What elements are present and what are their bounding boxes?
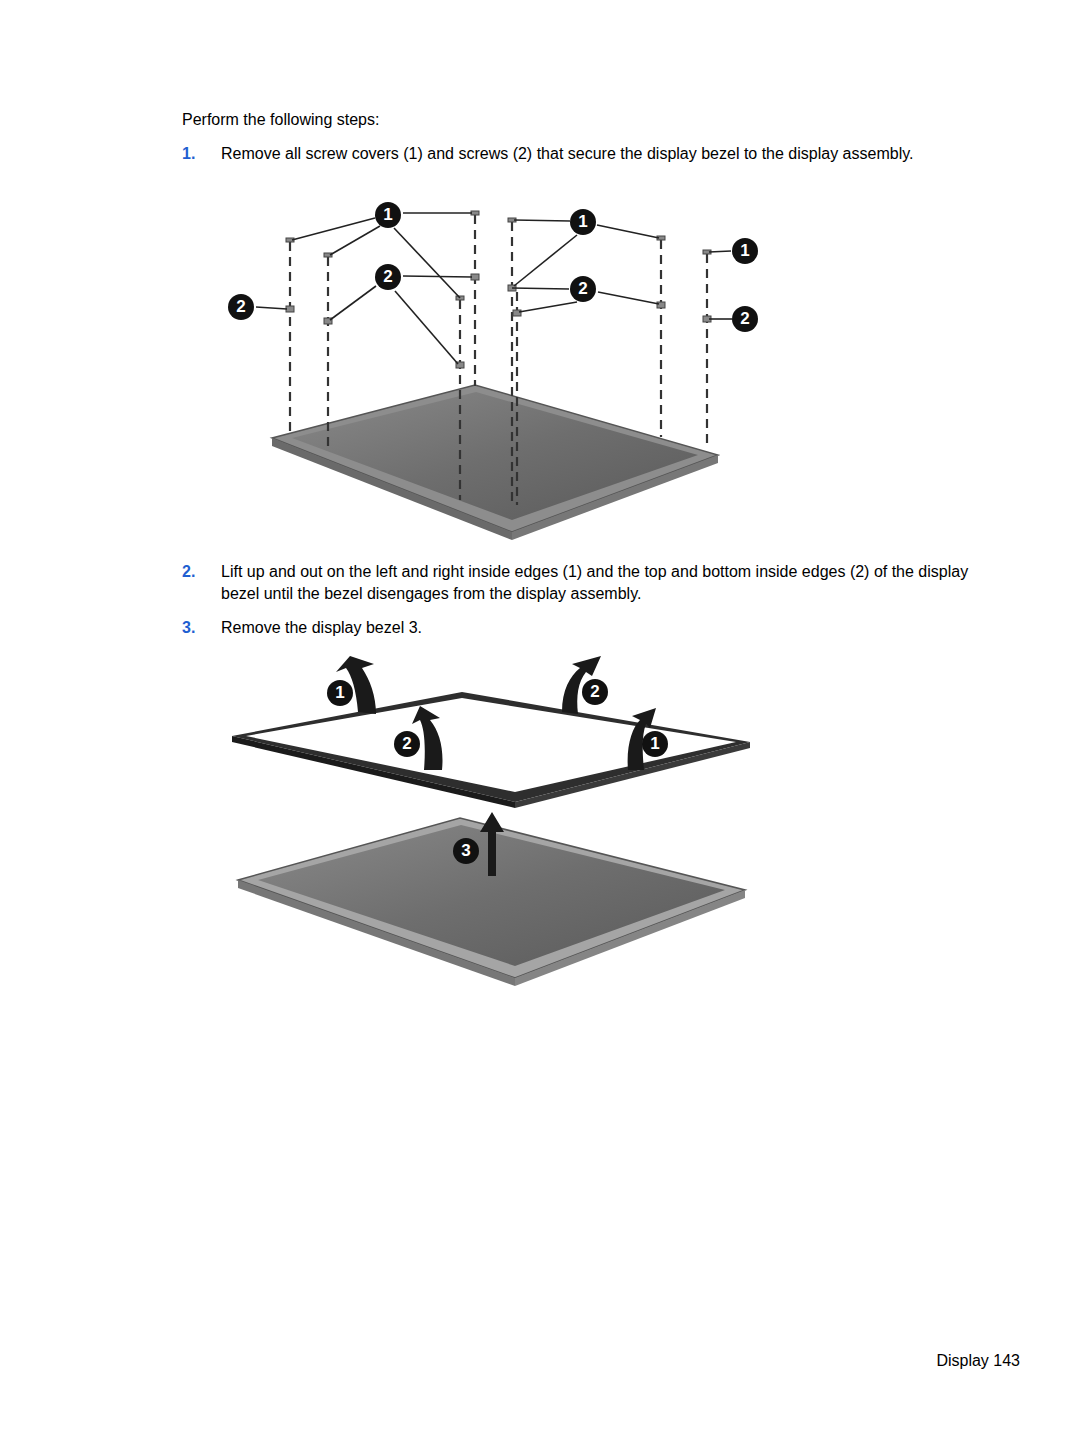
- callout-number: 1: [642, 731, 668, 757]
- display-bezel: [232, 692, 750, 808]
- page-footer: Display 143: [880, 1350, 1020, 1372]
- lift-arrows: [336, 656, 656, 876]
- screw-paths: [290, 215, 707, 505]
- step-text: Perform the following steps:: [182, 109, 582, 131]
- callout-number: 1: [570, 209, 596, 235]
- step-number: 3.: [182, 617, 212, 639]
- callout-number: 2: [228, 294, 254, 320]
- callout-number: 2: [582, 679, 608, 705]
- callout-number: 2: [570, 276, 596, 302]
- step-text: Remove all screw covers (1) and screws (…: [221, 143, 936, 165]
- step-text: Remove the display bezel 3.: [221, 617, 621, 639]
- callout-number: 2: [375, 264, 401, 290]
- step-number: 2.: [182, 561, 212, 583]
- leader-lines: [256, 213, 732, 364]
- callout-number: 2: [394, 731, 420, 757]
- step-text: Lift up and out on the left and right in…: [221, 561, 996, 605]
- callout-number: 1: [732, 238, 758, 264]
- step-number: 1.: [182, 143, 212, 165]
- callout-number: 1: [327, 680, 353, 706]
- callout-number: 2: [732, 306, 758, 332]
- callout-number: 3: [453, 838, 479, 864]
- callout-number: 1: [375, 202, 401, 228]
- display-assembly: [272, 385, 718, 540]
- screws: [286, 211, 711, 368]
